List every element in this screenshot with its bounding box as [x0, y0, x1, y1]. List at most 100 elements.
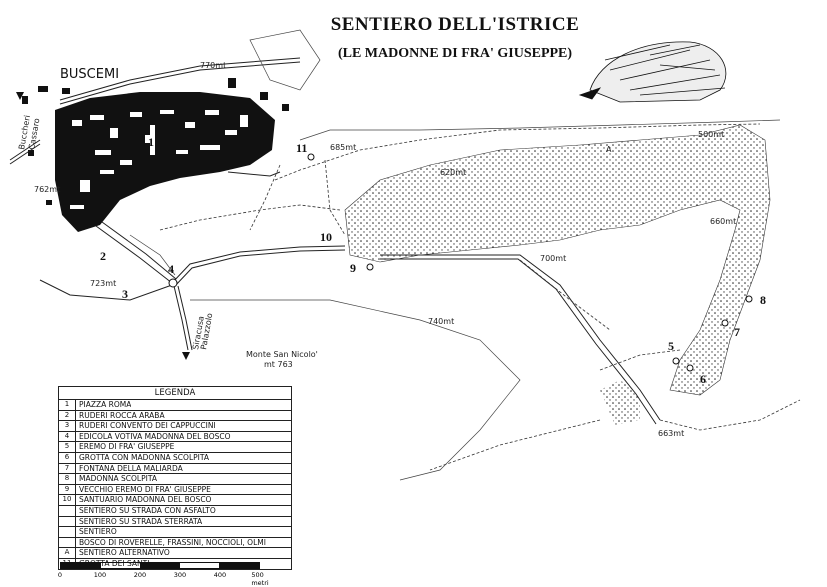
- legend-text: SANTUARIO MADONNA DEL BOSCO: [79, 495, 212, 505]
- town-buscemi: [22, 78, 289, 232]
- elevation-663: 663mt: [658, 429, 684, 438]
- woodland-patch: [600, 380, 640, 425]
- scale-ticks: 0 100 200 300 400 500 metri: [57, 569, 269, 587]
- town-label: BUSCEMI: [60, 67, 119, 82]
- legend-key: [59, 516, 76, 527]
- legend-row: BOSCO DI ROVERELLE, FRASSINI, NOCCIOLI, …: [59, 537, 291, 549]
- scale-bar-segments: [60, 562, 260, 569]
- marker-1: 1: [148, 135, 154, 149]
- terrain-lines: [129, 29, 781, 481]
- elevation-723: 723mt: [90, 279, 116, 288]
- scale-tick-label: 0: [57, 571, 63, 579]
- porcupine-illustration: [578, 41, 727, 103]
- legend-key: [59, 527, 76, 537]
- legend-key: 10: [59, 495, 76, 505]
- elevation-740: 740mt: [428, 317, 454, 326]
- legend-text: SENTIERO SU STRADA STERRATA: [79, 516, 203, 526]
- legend-heading: LEGENDA: [59, 387, 291, 400]
- marker-4-point: [168, 278, 178, 288]
- road-arrows: [16, 92, 190, 360]
- scale-tick-label: 500 metri: [251, 571, 269, 587]
- legend-key: 7: [59, 463, 76, 474]
- legend-text: SENTIERO ALTERNATIVO: [79, 548, 170, 558]
- scale-bar: 0 100 200 300 400 500 metri: [57, 562, 269, 587]
- legend-text: PIAZZA ROMA: [79, 400, 132, 409]
- marker-11-point: [307, 153, 315, 161]
- legend-key: 3: [59, 421, 76, 431]
- map-title: SENTIERO DELL'ISTRICE: [330, 14, 580, 35]
- marker-5: 5: [668, 339, 674, 353]
- legend-key: 6: [59, 452, 76, 463]
- scale-tick-label: 400: [213, 571, 227, 579]
- legend-key: A: [59, 548, 76, 558]
- paved-roads: [9, 57, 661, 425]
- legend-key: 8: [59, 474, 76, 484]
- peak-height: mt 763: [264, 360, 293, 369]
- legend-text: GROTTA DEI SANTI: [79, 558, 150, 568]
- marker-10: 10: [320, 230, 332, 244]
- legend-row: SENTIERO SU STRADA STERRATA: [59, 516, 291, 528]
- marker-6-point: [686, 364, 694, 372]
- legend-text: EREMO DI FRA' GIUSEPPE: [79, 442, 175, 452]
- legend-key: 2: [59, 410, 76, 421]
- marker-9: 9: [350, 261, 356, 275]
- scale-tick-label: 100: [93, 571, 107, 579]
- legend-key: [59, 537, 76, 548]
- legend-text: RUDERI ROCCA ARABA: [79, 410, 165, 420]
- legend-text: VECCHIO EREMO DI FRA' GIUSEPPE: [79, 484, 211, 494]
- legend-text: FONTANA DELLA MALIARDA: [79, 463, 183, 473]
- marker-alternative: A: [606, 145, 612, 154]
- legend-text: EDICOLA VOTIVA MADONNA DEL BOSCO: [79, 431, 231, 441]
- scale-tick-label: 200: [133, 571, 147, 579]
- elevation-762: 762mt: [34, 185, 60, 194]
- legend-text: SENTIERO: [79, 527, 117, 537]
- marker-6: 6: [700, 372, 706, 386]
- legend-text: RUDERI CONVENTO DEI CAPPUCCINI: [79, 421, 216, 431]
- legend-key: 9: [59, 484, 76, 495]
- dirt-trails: [159, 123, 801, 471]
- legend-key: 1: [59, 400, 76, 410]
- marker-9-point: [366, 263, 374, 271]
- elevation-660: 660mt: [710, 217, 736, 226]
- marker-11: 11: [296, 141, 307, 155]
- elevation-770: 770mt: [200, 61, 226, 70]
- legend-text: MADONNA SCOLPITA: [79, 474, 157, 484]
- marker-7: 7: [734, 325, 740, 339]
- marker-5-point: [672, 357, 680, 365]
- map-subtitle: (LE MADONNE DI FRA' GIUSEPPE): [337, 46, 573, 61]
- legend-key: 4: [59, 431, 76, 442]
- elevation-620: 620mt: [440, 168, 466, 177]
- legend-text: BOSCO DI ROVERELLE, FRASSINI, NOCCIOLI, …: [79, 537, 266, 547]
- scale-tick-label: 300: [173, 571, 187, 579]
- marker-7-point: [721, 319, 729, 327]
- legend-key: 5: [59, 442, 76, 452]
- marker-4: 4: [168, 262, 174, 276]
- marker-3: 3: [122, 287, 128, 301]
- marker-8: 8: [760, 293, 766, 307]
- legend-row: SENTIERO SU STRADA CON ASFALTO: [59, 505, 291, 517]
- elevation-685: 685mt: [330, 143, 356, 152]
- legend-key: [59, 505, 76, 516]
- legend-row: SENTIERO: [59, 527, 291, 538]
- peak-name: Monte San Nicolo': [246, 350, 318, 359]
- legend-text: SENTIERO SU STRADA CON ASFALTO: [79, 505, 216, 515]
- marker-2: 2: [100, 249, 106, 263]
- elevation-500: 500mt: [698, 130, 724, 139]
- legend-text: GROTTA CON MADONNA SCOLPITA: [79, 452, 209, 462]
- marker-8-point: [745, 295, 753, 303]
- woodland-area: [344, 124, 771, 396]
